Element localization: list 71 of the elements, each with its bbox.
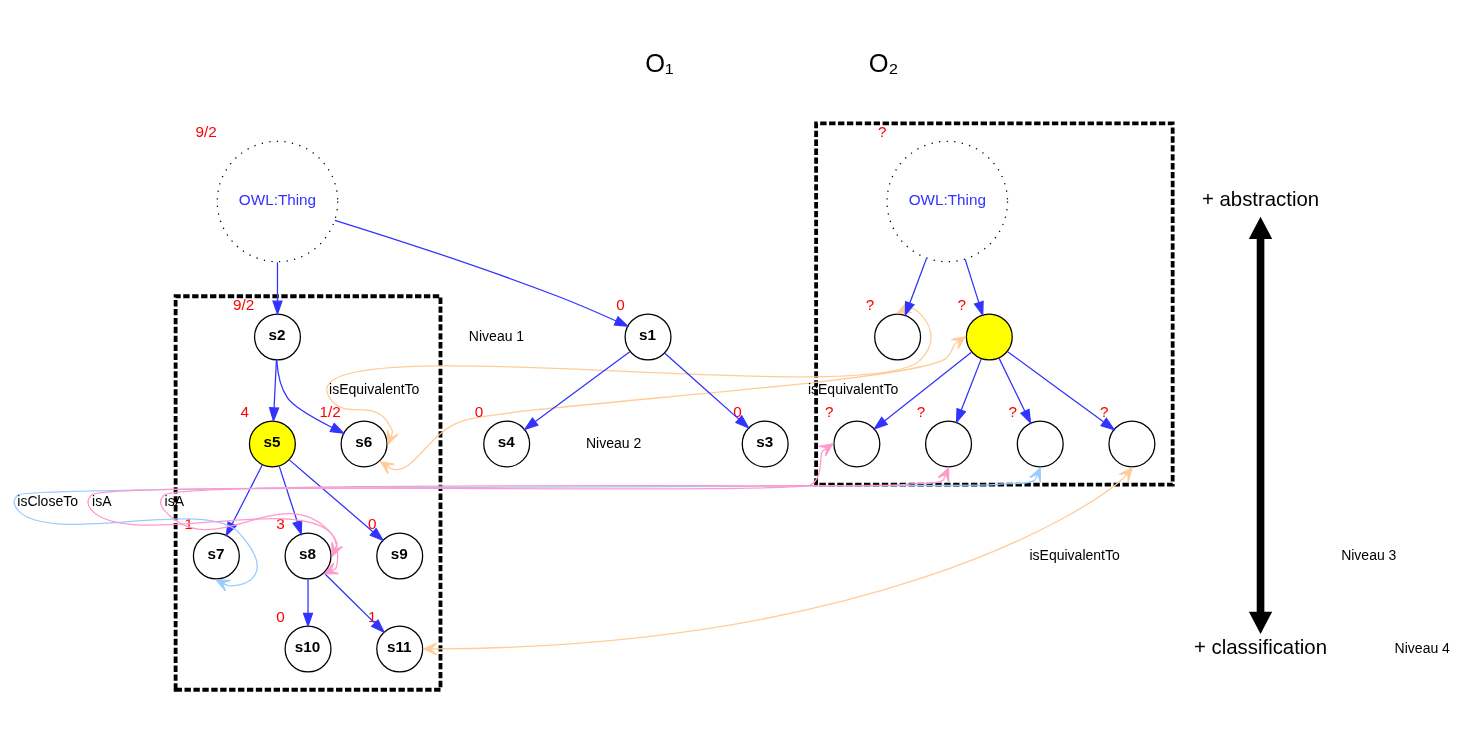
node-circle: s2 [253,313,302,361]
node-circle: OWL:Thing [886,140,1009,263]
node-label: ? [916,402,926,420]
arrow [872,351,973,431]
node-circle: s4 [483,420,531,468]
node-circle [833,420,881,468]
node-label: 9/2 [195,122,217,140]
arrow [87,443,834,557]
label: O₁ [645,49,674,78]
label: Niveau 3 [1341,546,1397,563]
arrow [998,357,1032,425]
label: Niveau 4 [1394,639,1450,656]
node-circle: s8 [284,532,332,580]
arrow [323,572,386,634]
node-circle: s9 [376,532,424,580]
node-label: ? [878,122,887,140]
arrow [278,465,303,536]
node-label: ? [1100,402,1109,420]
node-label: 1/2 [319,402,341,420]
node-circle [925,420,973,468]
node-text: + classification [1194,635,1328,658]
node-text: + abstraction [1201,188,1320,211]
node-label: 9/2 [232,295,255,313]
node-circle: s11 [376,625,424,673]
edge-label: isEquivalentTo [807,381,899,398]
node-label: 0 [733,402,742,420]
node-circle: s7 [192,532,240,580]
arrow [276,359,346,435]
node-label: 0 [474,402,484,420]
node-label: 3 [276,514,285,532]
node-label: 1 [367,607,377,625]
node-circle [874,313,922,361]
node-circle: OWL:Thing [216,140,339,263]
arrow [955,358,982,424]
arrow [380,336,966,475]
node-label: ? [825,402,834,420]
arrow [272,261,283,316]
node-label: ? [1008,402,1017,420]
node-circle [1016,420,1064,468]
node-circle: s5 [248,420,296,468]
edge-label: isEquivalentTo [1029,546,1120,563]
node-label: 4 [240,402,250,420]
node-label: ? [957,295,966,313]
arrow [964,258,984,317]
node-circle: s6 [340,420,388,468]
node-circle: s3 [741,420,789,468]
node-circle [1108,420,1156,468]
node-circle: s1 [624,313,672,361]
label: Niveau 1 [468,327,525,344]
node-circle [965,313,1013,361]
node-label: 0 [367,514,377,532]
arrow [423,467,1133,656]
arrow [904,257,928,317]
arrow [288,459,385,542]
label: O₂ [868,49,899,78]
arrow [1006,350,1116,431]
arrow [334,219,630,328]
edge-label: isEquivalentTo [329,381,420,398]
arrow [160,467,950,575]
label: Niveau 2 [586,434,642,451]
edge-label: isA [92,493,112,510]
node-circle: s10 [284,625,332,673]
edge-label: isA [164,493,185,510]
node-label: ? [865,295,875,313]
node-label: 0 [276,607,285,625]
arrow [302,578,314,628]
node-label: 0 [616,295,625,313]
arrow [664,352,750,430]
arrow [523,350,631,431]
edge-label: isCloseTo [17,493,78,510]
arrow [1248,216,1273,634]
